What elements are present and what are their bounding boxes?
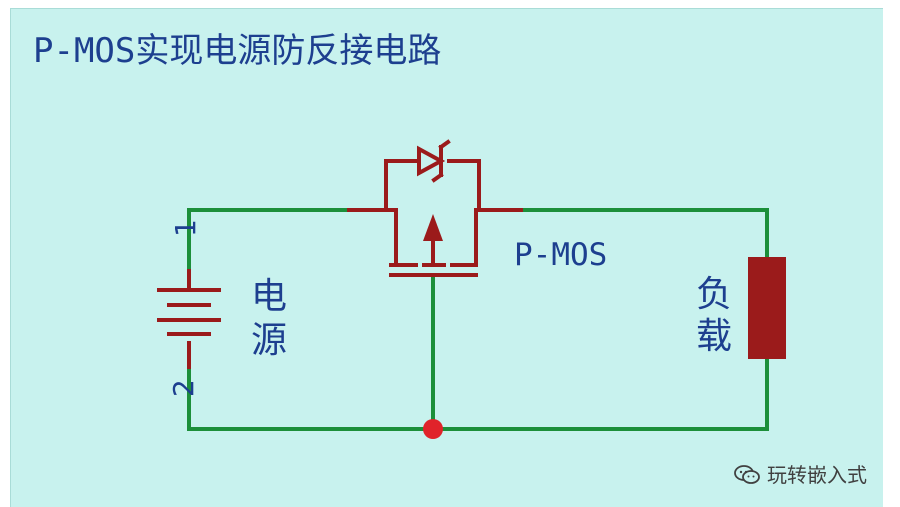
mos-arrow — [423, 214, 443, 241]
load-label-char-2: 载 — [696, 316, 733, 357]
source-label-char-2: 源 — [251, 320, 288, 361]
diagram-canvas: P-MOS实现电源防反接电路 P-MOS 1 2 电 源 负 载 玩转嵌入式 — [10, 8, 883, 507]
watermark: 玩转嵌入式 — [733, 459, 867, 488]
pin-2-label: 2 — [167, 379, 200, 397]
source-label-char-1: 电 — [251, 276, 288, 317]
diode-bar-tip-bottom — [431, 172, 444, 183]
load-resistor — [748, 257, 786, 359]
diagram-title: P-MOS实现电源防反接电路 — [33, 31, 442, 71]
wechat-icon — [734, 465, 760, 484]
diode-bar-tip-top — [438, 139, 451, 150]
junction-node — [423, 419, 443, 439]
diode-triangle — [417, 145, 446, 177]
pin-1-label: 1 — [169, 219, 202, 237]
transistor-label: P-MOS — [514, 237, 608, 273]
circuit-diagram — [157, 139, 786, 439]
load-label-char-1: 负 — [696, 274, 733, 315]
watermark-text: 玩转嵌入式 — [767, 463, 867, 487]
